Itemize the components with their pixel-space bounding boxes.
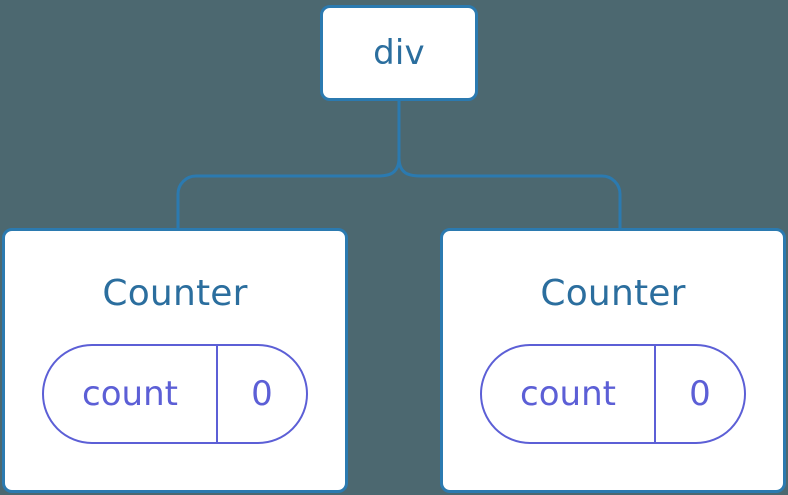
state-value-cell: 0 (218, 346, 306, 442)
state-value-cell: 0 (656, 346, 744, 442)
state-key-cell: count (44, 346, 218, 442)
node-div-label: div (373, 33, 425, 73)
state-key-cell: count (482, 346, 656, 442)
node-counter[interactable]: Counter count 0 (440, 228, 786, 493)
state-value-label: 0 (251, 374, 273, 414)
node-div[interactable]: div (320, 5, 478, 101)
state-key-label: count (82, 374, 178, 414)
node-counter[interactable]: Counter count 0 (2, 228, 348, 493)
node-counter-title: Counter (540, 273, 686, 314)
state-pill[interactable]: count 0 (42, 344, 308, 444)
connector-branch-right (397, 156, 622, 230)
node-counter-title: Counter (102, 273, 248, 314)
state-key-label: count (520, 374, 616, 414)
connector-branch-left (176, 156, 401, 230)
state-value-label: 0 (689, 374, 711, 414)
state-pill[interactable]: count 0 (480, 344, 746, 444)
